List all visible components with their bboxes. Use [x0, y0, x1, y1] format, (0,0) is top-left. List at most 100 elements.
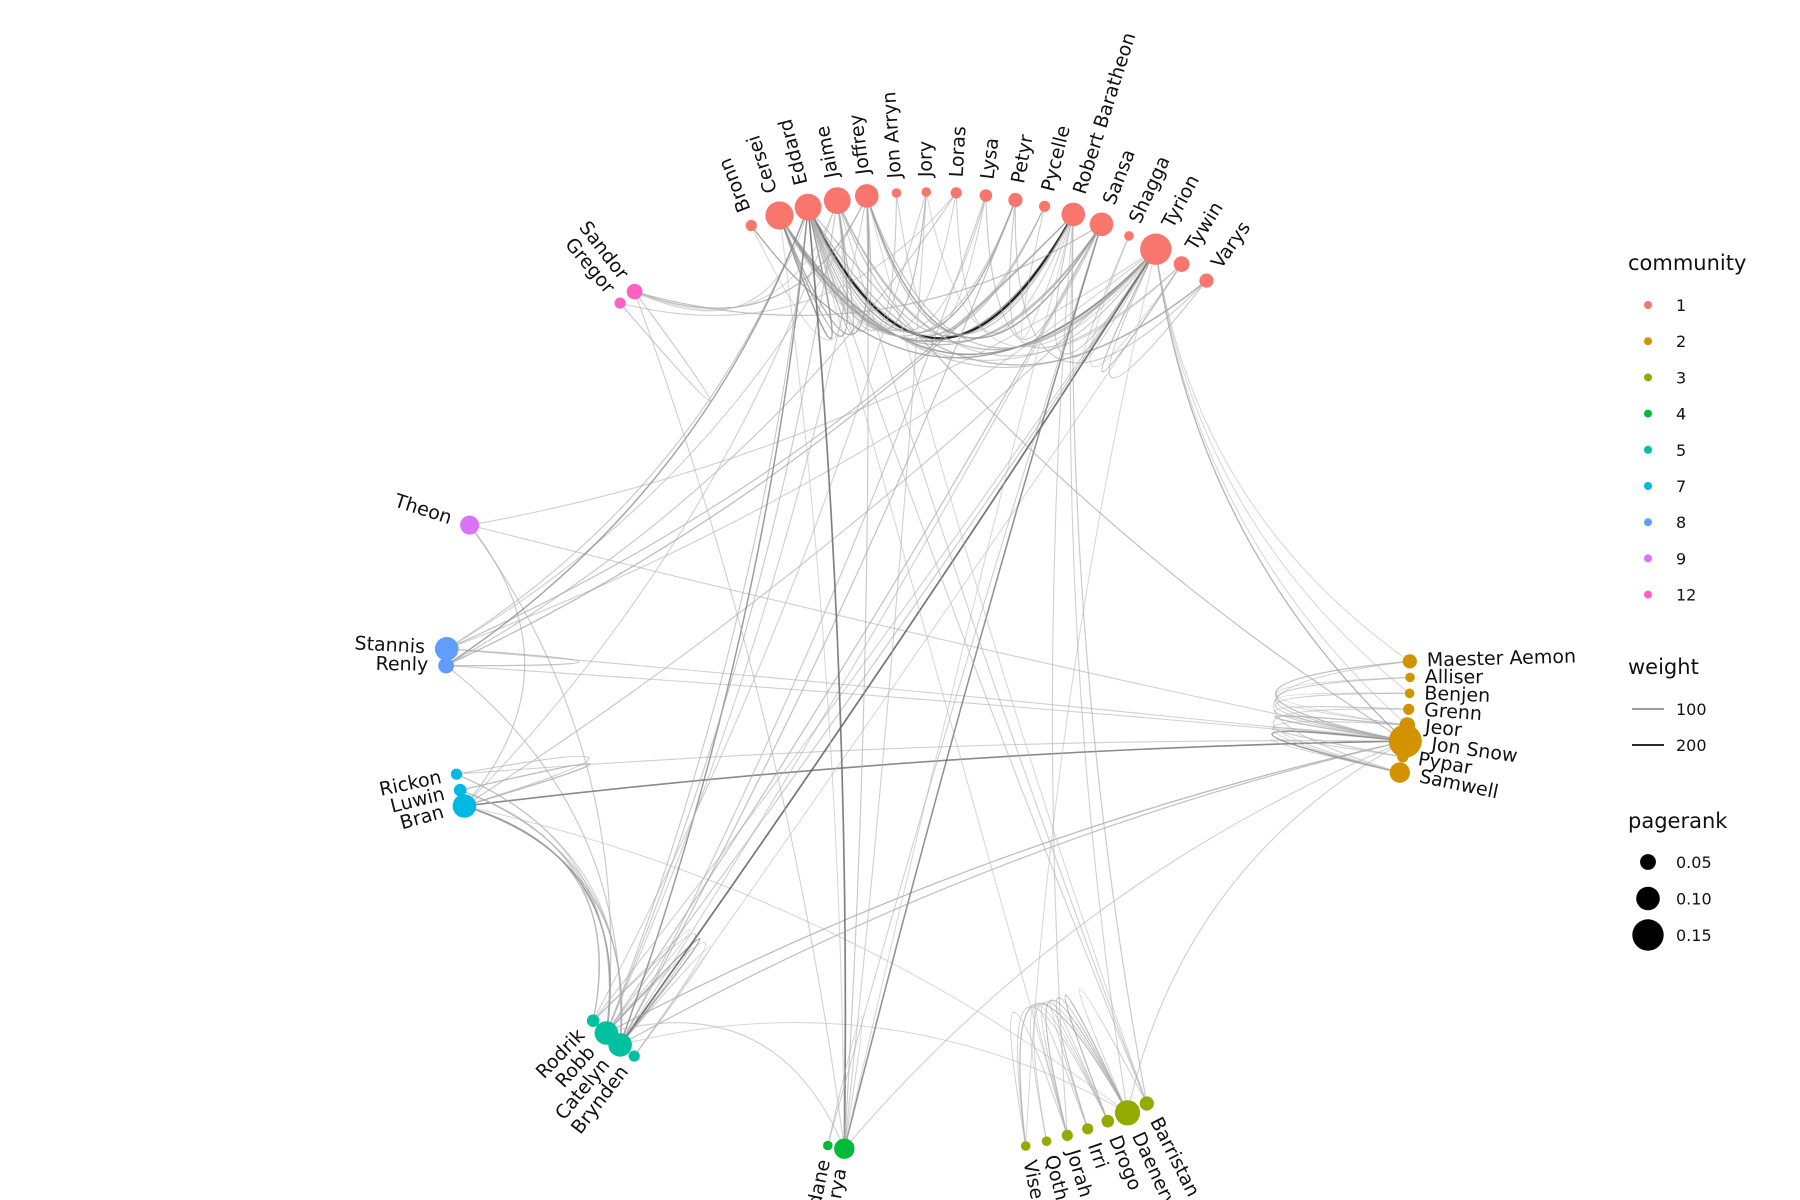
edge-stannis-jon-snow — [446, 648, 1406, 742]
node-stannis[interactable] — [434, 637, 459, 661]
node-daenerys[interactable] — [1114, 1100, 1141, 1126]
node-benjen[interactable] — [1404, 688, 1415, 699]
edge-maester-aemon-tyrion — [1155, 249, 1411, 662]
node-irri[interactable] — [1082, 1123, 1094, 1135]
edge-catelyn-tyrion — [619, 248, 1157, 1046]
node-pypar[interactable] — [1397, 751, 1409, 763]
node-alliser[interactable] — [1405, 672, 1415, 683]
edge-theon-robb — [469, 524, 612, 1034]
node-bran[interactable] — [452, 794, 477, 818]
edge-daenerys-jon-snow — [1126, 740, 1406, 1113]
edge-barristan-eddard — [807, 206, 1148, 1104]
node-label-bronn: Bronn — [714, 155, 755, 215]
node-rickon[interactable] — [450, 768, 463, 780]
edge-barristan-joffrey — [866, 195, 1148, 1104]
node-cersei[interactable] — [765, 201, 794, 230]
legend-community-label-9: 9 — [1676, 549, 1686, 568]
edge-robb-arya — [606, 1022, 845, 1149]
node-samwell[interactable] — [1389, 762, 1411, 783]
node-shagga[interactable] — [1124, 231, 1134, 241]
edge-renly-eddard — [445, 206, 809, 667]
node-theon[interactable] — [460, 515, 480, 535]
node-sansa[interactable] — [1089, 212, 1114, 237]
legend-community-label-7: 7 — [1676, 477, 1686, 496]
edge-catelyn-petyr — [619, 199, 1016, 1046]
node-grenn[interactable] — [1403, 703, 1415, 715]
edge-rodrik-jory — [592, 191, 927, 1021]
edge-catelyn-jon-snow — [619, 740, 1406, 1046]
edge-bronn-tyrion — [750, 225, 1157, 359]
edge-sandor-jaime — [634, 200, 838, 310]
edge-daenerys-drogo — [1064, 994, 1129, 1122]
edge-arya-mordane — [827, 1016, 863, 1149]
node-qotho[interactable] — [1041, 1136, 1052, 1146]
edge-drogo-qotho — [1029, 1004, 1109, 1142]
node-jory[interactable] — [921, 187, 932, 197]
node-gregor[interactable] — [614, 297, 626, 309]
node-lysa[interactable] — [979, 189, 993, 202]
edge-catelyn-daenerys — [619, 1022, 1128, 1114]
node-arya[interactable] — [834, 1138, 855, 1159]
edge-cersei-jaime — [778, 200, 849, 337]
legend-community-label-12: 12 — [1676, 586, 1696, 605]
edge-catelyn-rodrik — [592, 933, 697, 1046]
edge-robb-sansa — [605, 224, 1103, 1034]
edge-theon-jon-snow — [469, 524, 1406, 742]
node-drogo[interactable] — [1101, 1114, 1115, 1128]
edges-layer — [445, 191, 1411, 1150]
node-renly[interactable] — [438, 657, 454, 674]
edge-bran-jaime — [464, 200, 838, 807]
node-bronn[interactable] — [745, 219, 757, 232]
node-barristan[interactable] — [1139, 1096, 1154, 1111]
node-tywin[interactable] — [1173, 256, 1190, 272]
legend-pagerank-label-0-15: 0.15 — [1676, 926, 1712, 945]
node-mordane[interactable] — [823, 1140, 833, 1151]
edge-jorah-eddard — [807, 206, 1068, 1136]
edge-renly-robert-baratheon — [445, 213, 1074, 667]
edge-rodrik-tyrion — [592, 248, 1157, 1022]
node-label-jeor: Jeor — [1423, 716, 1463, 742]
node-luwin[interactable] — [453, 783, 467, 797]
node-jorah[interactable] — [1061, 1129, 1073, 1141]
edge-tyrion-varys — [1108, 248, 1207, 379]
node-eddard[interactable] — [794, 193, 822, 221]
legend-pagerank-label-0-05: 0.05 — [1676, 853, 1712, 872]
node-viserys[interactable] — [1020, 1141, 1031, 1151]
node-joffrey[interactable] — [855, 184, 879, 208]
node-pycelle[interactable] — [1039, 200, 1051, 212]
node-sandor[interactable] — [626, 283, 643, 300]
edge-eddard-jaime — [807, 200, 855, 334]
node-brynden[interactable] — [628, 1050, 640, 1062]
legend-pagerank-key-0-05 — [1640, 854, 1656, 870]
edge-eddard-sansa — [807, 206, 1103, 343]
edge-irri-jorah — [1035, 1005, 1089, 1136]
edge-brynden-tywin — [633, 263, 1183, 1057]
edge-jon-arryn-lysa — [895, 192, 987, 327]
edge-catelyn-lysa — [619, 195, 987, 1046]
edge-arya-robert-baratheon — [843, 214, 1074, 1149]
edge-jon-snow-pypar — [1272, 727, 1406, 758]
node-petyr[interactable] — [1008, 192, 1023, 208]
node-tyrion[interactable] — [1140, 233, 1172, 265]
node-rodrik[interactable] — [586, 1014, 600, 1027]
edge-joffrey-tyrion — [866, 195, 1157, 349]
node-loras[interactable] — [950, 187, 962, 199]
edge-theon-tyrion — [469, 248, 1157, 526]
node-maester-aemon[interactable] — [1402, 654, 1417, 669]
node-jon-snow[interactable] — [1388, 724, 1422, 758]
node-catelyn[interactable] — [608, 1033, 632, 1057]
node-robert-baratheon[interactable] — [1061, 202, 1086, 227]
node-jon-arryn[interactable] — [891, 188, 902, 198]
legend-community-label-2: 2 — [1676, 332, 1686, 351]
edge-daenerys-robert-baratheon — [1069, 214, 1129, 1113]
edge-robb-tyrion — [605, 248, 1157, 1034]
legend-community-title: community — [1628, 251, 1746, 275]
node-jaime[interactable] — [823, 187, 851, 215]
node-varys[interactable] — [1199, 273, 1214, 288]
edge-pycelle-robert-baratheon — [1020, 206, 1074, 339]
legend-community-label-8: 8 — [1676, 513, 1686, 532]
edge-stannis-tyrion — [446, 248, 1157, 650]
edge-eddard-lysa — [807, 195, 987, 332]
edge-drogo-jorah — [1040, 1002, 1109, 1136]
